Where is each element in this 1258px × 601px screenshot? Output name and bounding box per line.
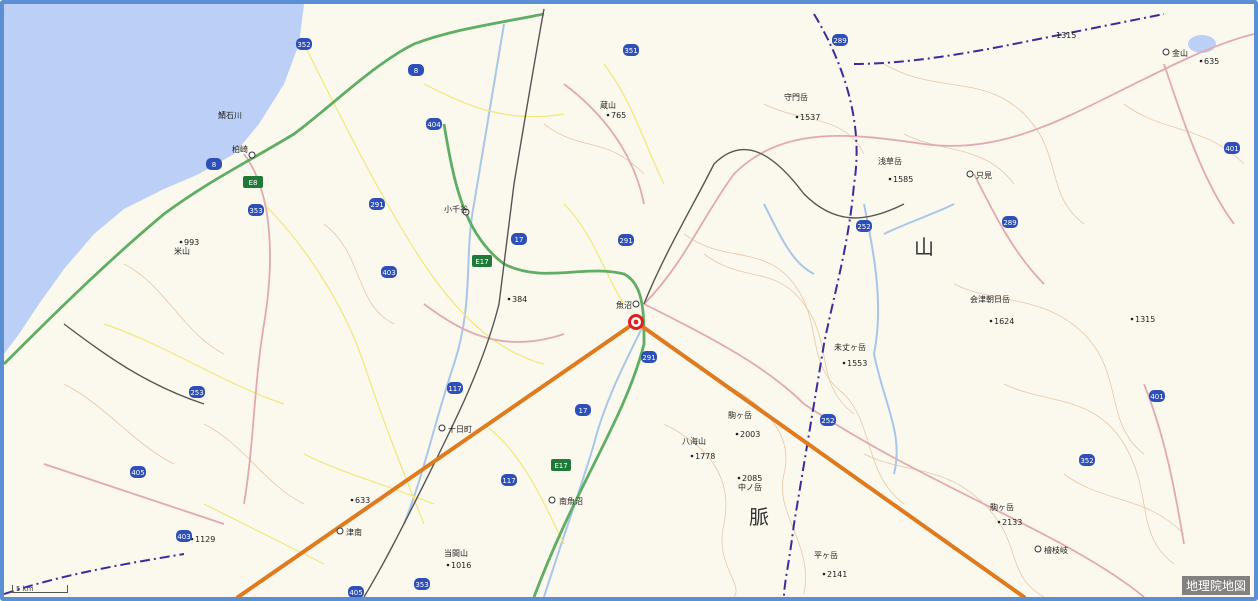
route-291c: 291 bbox=[642, 354, 655, 362]
route-253: 253 bbox=[190, 389, 203, 397]
route-117: 117 bbox=[448, 385, 461, 393]
sea-area bbox=[4, 4, 304, 354]
route-403: 403 bbox=[382, 269, 395, 277]
route-353b: 353 bbox=[415, 581, 428, 589]
elev-993: 993 bbox=[184, 238, 199, 247]
elev-765: 765 bbox=[611, 111, 626, 120]
label-tadami: 只見 bbox=[976, 171, 992, 180]
label-yoneyama: 米山 bbox=[174, 246, 190, 256]
elev-1315-north: 1315 bbox=[1056, 31, 1076, 40]
scale-bar: 5 km bbox=[12, 585, 68, 593]
label-sabaishi-river: 鯖石川 bbox=[218, 110, 242, 120]
label-minamiuonuma: 南魚沼 bbox=[559, 496, 583, 506]
label-range-sanmyaku: 脈 bbox=[749, 505, 769, 529]
elev-1129: 1129 bbox=[195, 535, 215, 544]
label-kuroyama: 蔵山 bbox=[600, 100, 616, 110]
minor-roads bbox=[103, 43, 665, 565]
elev-633: 633 bbox=[355, 496, 370, 505]
elev-1585: 1585 bbox=[893, 175, 913, 184]
railways bbox=[63, 8, 905, 597]
route-401b: 401 bbox=[1225, 145, 1238, 153]
route-353: 353 bbox=[249, 207, 262, 215]
route-351: 351 bbox=[624, 47, 637, 55]
label-mitsuba: 未丈ヶ岳 bbox=[834, 342, 866, 352]
label-taiyama: 当間山 bbox=[444, 548, 468, 558]
label-hakkai: 八海山 bbox=[682, 436, 706, 446]
elev-1315: 1315 bbox=[1135, 315, 1155, 324]
route-252: 252 bbox=[857, 223, 870, 231]
label-tsunan: 津南 bbox=[346, 527, 362, 537]
elev-1624: 1624 bbox=[994, 317, 1014, 326]
route-289b: 289 bbox=[1003, 219, 1016, 227]
elev-1537: 1537 bbox=[800, 113, 820, 122]
elev-1778: 1778 bbox=[695, 452, 715, 461]
label-komagatake: 駒ヶ岳 bbox=[728, 410, 752, 420]
route-252b: 252 bbox=[821, 417, 834, 425]
route-8b: 8 bbox=[212, 161, 216, 169]
elev-1016: 1016 bbox=[451, 561, 471, 570]
route-8: 8 bbox=[414, 67, 418, 75]
attribution-label[interactable]: 地理院地図 bbox=[1181, 576, 1250, 595]
route-E17: E17 bbox=[475, 258, 488, 266]
label-aizukoma: 駒ヶ岳 bbox=[990, 502, 1014, 512]
route-405: 405 bbox=[131, 469, 144, 477]
elev-1553: 1553 bbox=[847, 359, 867, 368]
route-17: 17 bbox=[515, 236, 524, 244]
route-E8: E8 bbox=[249, 179, 258, 187]
city-symbols bbox=[248, 48, 1170, 553]
route-405b: 405 bbox=[349, 589, 362, 597]
route-291: 291 bbox=[619, 237, 632, 245]
label-uonuma: 魚沼 bbox=[616, 300, 632, 310]
national-roads bbox=[43, 33, 1254, 597]
label-kashiwazaki: 柏崎 bbox=[232, 144, 248, 154]
label-moriyama: 守門岳 bbox=[784, 92, 808, 102]
prefecture-border bbox=[4, 13, 1165, 597]
route-404: 404 bbox=[427, 121, 441, 129]
lake bbox=[1188, 35, 1216, 53]
elevation-points bbox=[179, 59, 1203, 576]
route-shields: 8 8 17 17 252 252 289 289 291 291 291 35… bbox=[130, 34, 1240, 597]
label-hiragatake: 平ヶ岳 bbox=[814, 550, 838, 560]
route-352b: 352 bbox=[1080, 457, 1093, 465]
route-117b: 117 bbox=[502, 477, 515, 485]
label-asakusa: 浅草岳 bbox=[878, 156, 902, 166]
elev-2133: 2133 bbox=[1002, 518, 1022, 527]
elev-384: 384 bbox=[512, 295, 527, 304]
elev-635: 635 bbox=[1204, 57, 1219, 66]
route-291b: 291 bbox=[370, 201, 383, 209]
route-401: 401 bbox=[1150, 393, 1163, 401]
label-tokamachi: 十日町 bbox=[448, 424, 472, 434]
rivers bbox=[403, 23, 955, 597]
label-range-yama: 山 bbox=[914, 235, 934, 259]
label-hinoemata: 檜枝岐 bbox=[1044, 545, 1068, 555]
route-289: 289 bbox=[833, 37, 846, 45]
route-17b: 17 bbox=[579, 407, 588, 415]
view-angle-lines bbox=[236, 320, 1026, 597]
viewpoint-marker[interactable] bbox=[628, 314, 644, 330]
label-nakanodake: 中ノ岳 bbox=[738, 482, 762, 492]
expressways bbox=[4, 12, 646, 597]
elev-2085: 2085 bbox=[742, 474, 762, 483]
label-ojiya: 小千谷 bbox=[444, 204, 468, 214]
elev-2003: 2003 bbox=[740, 430, 760, 439]
label-kaneyama: 金山 bbox=[1172, 48, 1188, 58]
label-aizuasahi: 会津朝日岳 bbox=[970, 294, 1010, 304]
route-352: 352 bbox=[297, 41, 310, 49]
elev-2141: 2141 bbox=[827, 570, 847, 579]
route-403b: 403 bbox=[177, 533, 190, 541]
topographic-map[interactable]: 柏崎 小千谷 魚沼 十日町 南魚沼 津南 只見 金山 檜枝岐 米山 鯖石川 蔵山… bbox=[4, 4, 1254, 597]
route-E17b: E17 bbox=[554, 462, 567, 470]
